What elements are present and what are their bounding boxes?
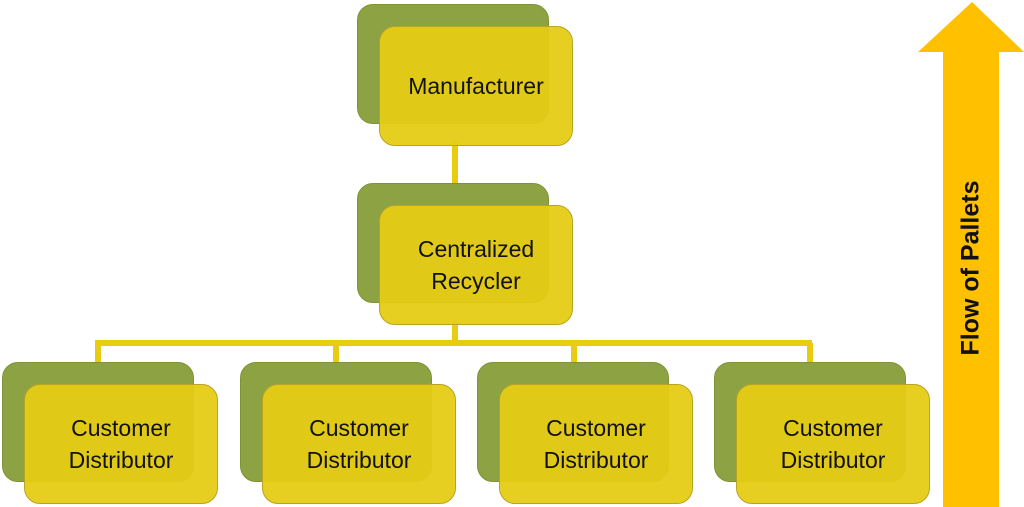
node-label: Customer Distributor xyxy=(780,415,886,473)
flow-arrow xyxy=(918,2,1024,507)
node-label: Customer Distributor xyxy=(68,415,174,473)
node-label: Customer Distributor xyxy=(306,415,412,473)
node-box: Manufacturer xyxy=(379,26,573,146)
node-box: Customer Distributor xyxy=(499,384,693,504)
node-box: Centralized Recycler xyxy=(379,205,573,325)
node-box: Customer Distributor xyxy=(262,384,456,504)
node-label: Centralized Recycler xyxy=(417,236,535,294)
node-label: Manufacturer xyxy=(408,73,544,99)
node-box: Customer Distributor xyxy=(736,384,930,504)
node-label: Customer Distributor xyxy=(543,415,649,473)
node-box: Customer Distributor xyxy=(24,384,218,504)
flow-arrow-label: Flow of Pallets xyxy=(956,180,985,356)
